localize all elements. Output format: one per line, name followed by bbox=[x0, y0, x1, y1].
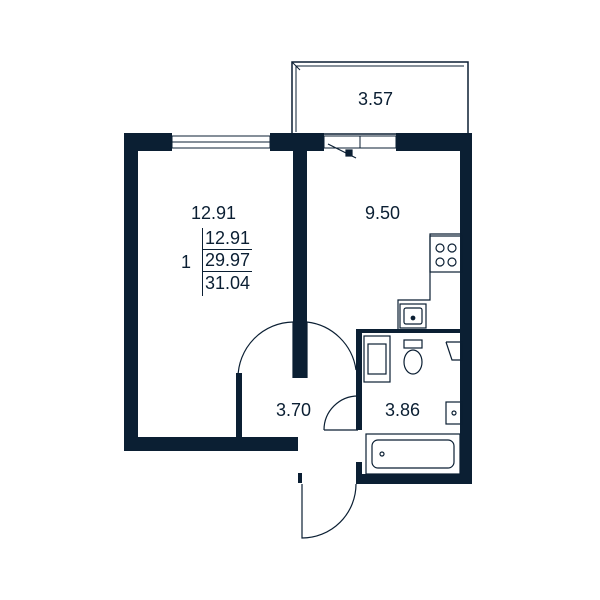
living-area-value: 12.91 bbox=[203, 228, 252, 250]
total-area-with-balcony-value: 31.04 bbox=[204, 273, 251, 293]
kitchen-counter bbox=[397, 233, 462, 330]
toilet-icon bbox=[403, 339, 423, 375]
apartment-summary: 1 12.91 29.97 31.04 bbox=[170, 228, 252, 296]
balcony bbox=[291, 61, 469, 135]
windows bbox=[171, 135, 397, 149]
room-count: 1 bbox=[170, 228, 203, 296]
walls bbox=[124, 133, 472, 484]
kitchen-sink-icon bbox=[399, 303, 427, 329]
stove-icon bbox=[429, 235, 463, 273]
bathtub-icon bbox=[365, 433, 461, 475]
living-room-area-label: 12.91 bbox=[191, 203, 237, 223]
towel-rail-icon bbox=[445, 341, 463, 361]
balcony-door bbox=[327, 143, 357, 159]
washing-machine-icon bbox=[363, 335, 391, 383]
balcony-area-label: 3.57 bbox=[358, 89, 394, 109]
washbasin-icon bbox=[445, 401, 463, 425]
hallway-area-label: 3.70 bbox=[276, 400, 312, 420]
interior-doors bbox=[237, 321, 359, 539]
bathroom-area-label: 3.86 bbox=[385, 400, 421, 420]
total-area-value: 29.97 bbox=[203, 250, 252, 272]
kitchen-area-label: 9.50 bbox=[365, 203, 401, 223]
